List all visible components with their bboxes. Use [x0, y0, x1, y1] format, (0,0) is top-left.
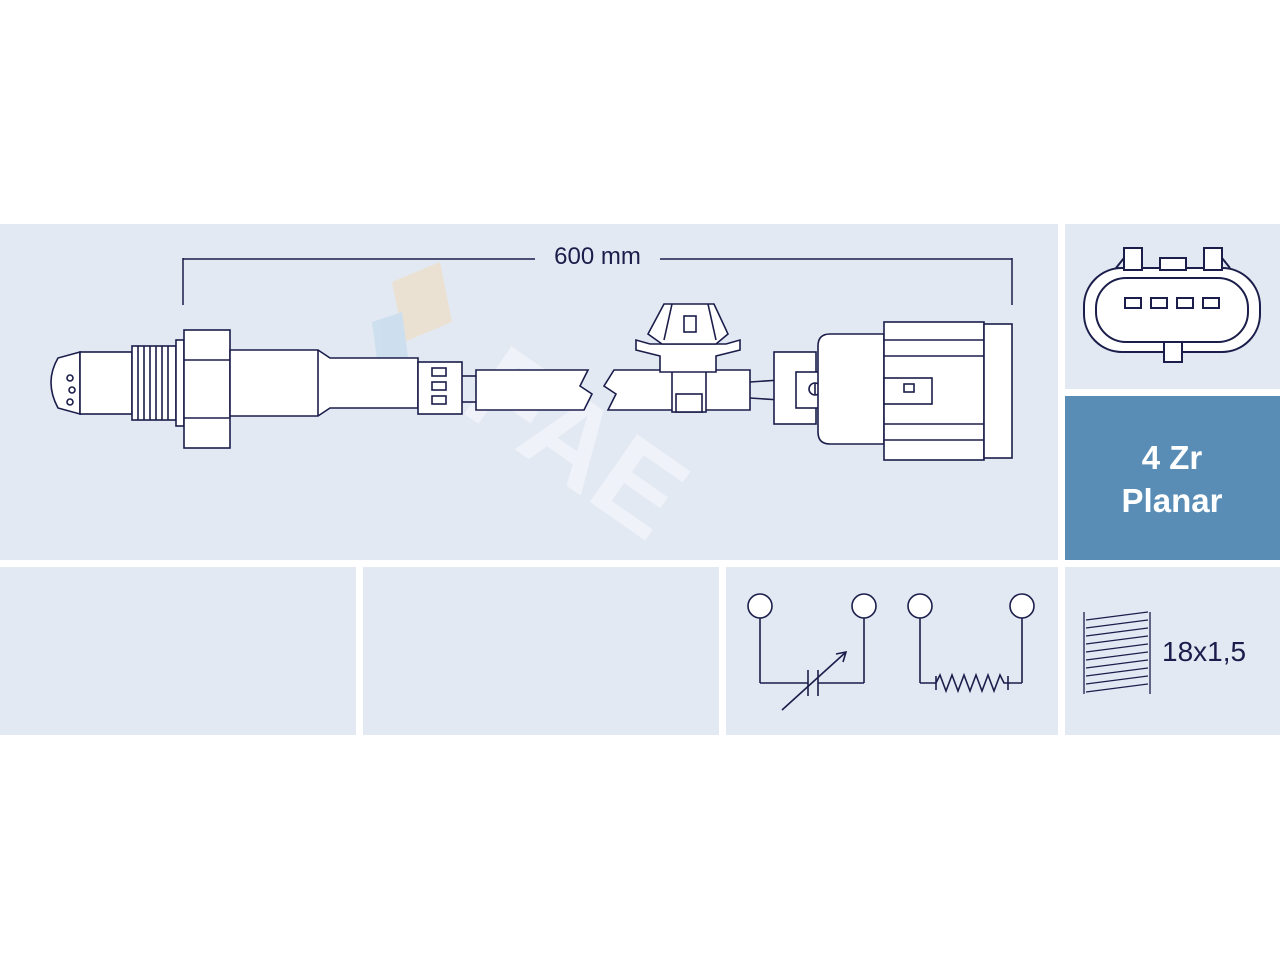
sensor-cable [475, 303, 781, 413]
sensor-type-label: 4 Zr Planar [1065, 436, 1279, 522]
sensor-body [50, 329, 476, 449]
cable-length-label: 600 mm [540, 243, 655, 271]
empty-panel-1 [0, 567, 356, 735]
dimension-line [182, 258, 1013, 305]
sensor-type-line1: 4 Zr [1141, 439, 1203, 476]
circuit-schematic [747, 593, 1035, 711]
connector-pin-face [1083, 247, 1261, 363]
thread-panel [1065, 567, 1280, 735]
sensor-type-panel [1065, 396, 1280, 560]
harness-connector [773, 321, 1013, 461]
empty-panel-2 [363, 567, 719, 735]
circuit-schematic-panel [726, 567, 1058, 735]
sensor-type-line2: Planar [1121, 482, 1223, 519]
thread-icon [1083, 611, 1151, 694]
thread-spec-label: 18x1,5 [1162, 636, 1247, 667]
